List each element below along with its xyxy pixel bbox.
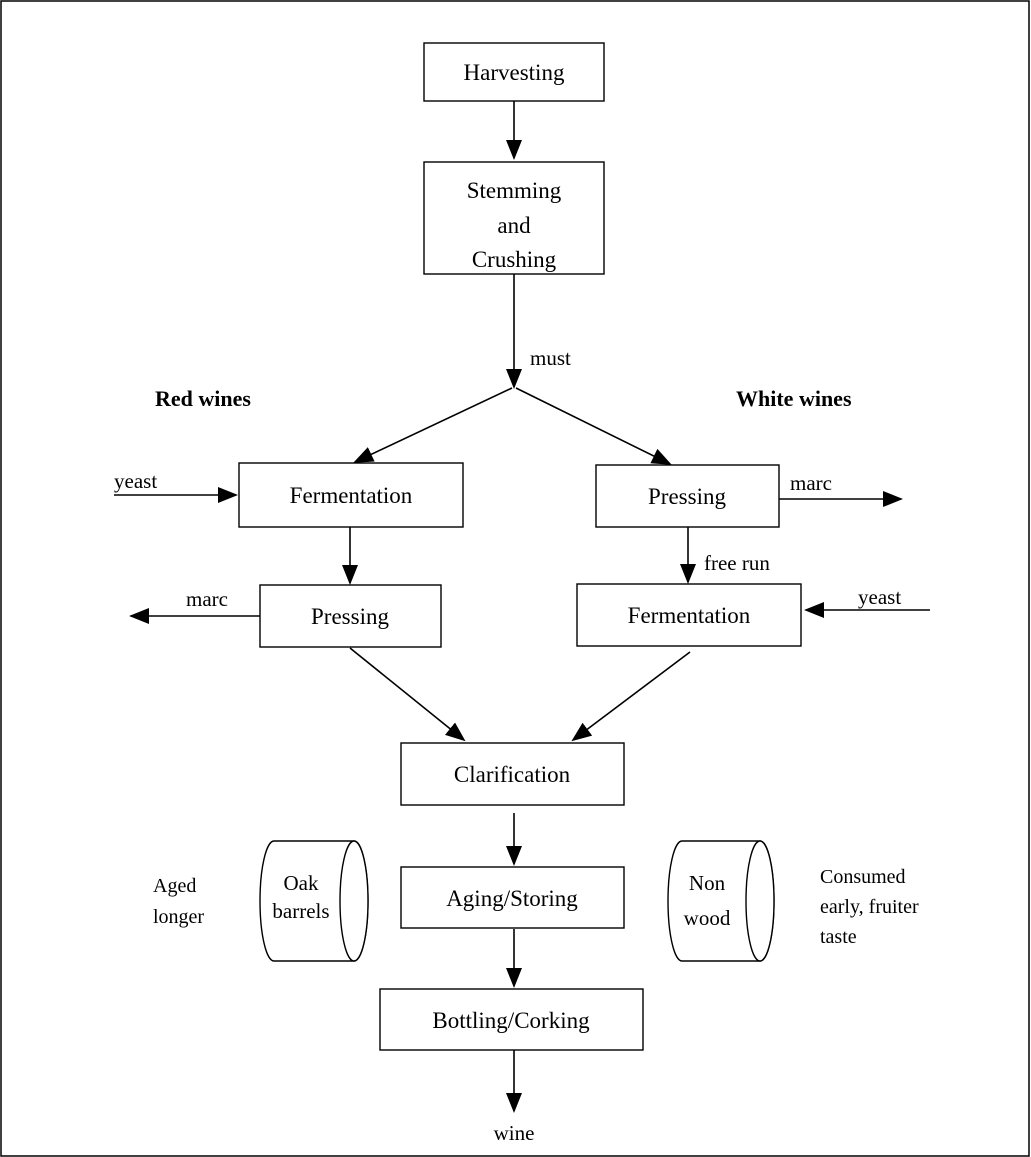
stemming-label-line3: Crushing <box>472 247 557 272</box>
wine-label: wine <box>494 1121 535 1145</box>
red-fermentation-label: Fermentation <box>290 483 413 508</box>
red-fermentation-box: Fermentation <box>238 462 464 528</box>
red-pressing-box: Pressing <box>259 584 442 648</box>
oak-barrel-label-line1: Oak <box>284 871 319 895</box>
stemming-label-line2: and <box>497 213 531 238</box>
clarification-label: Clarification <box>454 762 571 787</box>
red-pressing-label: Pressing <box>311 604 389 629</box>
oak-barrel-icon: Oak barrels <box>259 840 369 962</box>
red-wines-heading: Red wines <box>155 386 251 411</box>
consumed-early-line3: taste <box>820 926 857 948</box>
aging-storing-box: Aging/Storing <box>400 866 625 929</box>
white-yeast-label: yeast <box>858 585 901 609</box>
red-marc-label: marc <box>186 587 228 611</box>
bottling-corking-box: Bottling/Corking <box>379 988 644 1051</box>
arrow-red-to-clarification <box>349 647 466 742</box>
harvesting-label: Harvesting <box>464 60 565 85</box>
white-pressing-label: Pressing <box>648 484 726 509</box>
consumed-early-line2: early, fruiter <box>820 896 919 918</box>
white-fermentation-label: Fermentation <box>628 603 751 628</box>
aged-longer-line2: longer <box>153 906 204 928</box>
white-wines-heading: White wines <box>736 386 852 411</box>
aging-label: Aging/Storing <box>446 886 578 911</box>
free-run-label: free run <box>704 551 770 575</box>
stemming-crushing-box: Stemming and Crushing <box>423 161 605 275</box>
must-label: must <box>530 346 571 370</box>
nonwood-label-line2: wood <box>684 906 731 930</box>
bottling-label: Bottling/Corking <box>432 1008 590 1033</box>
nonwood-label-line1: Non <box>689 871 726 895</box>
non-wood-container-icon: Non wood <box>667 840 775 962</box>
clarification-box: Clarification <box>400 742 625 806</box>
stemming-label-line1: Stemming <box>467 178 562 203</box>
white-marc-label: marc <box>790 471 832 495</box>
red-yeast-label: yeast <box>114 469 157 493</box>
white-pressing-box: Pressing <box>595 464 780 528</box>
harvesting-box: Harvesting <box>423 42 605 102</box>
oak-barrel-label-line2: barrels <box>272 899 329 923</box>
consumed-early-line1: Consumed <box>820 866 906 888</box>
arrow-must-to-red-fermentation <box>353 387 513 463</box>
arrow-must-to-white-pressing <box>515 387 672 465</box>
aged-longer-line1: Aged <box>153 875 196 897</box>
white-fermentation-box: Fermentation <box>576 583 802 647</box>
arrow-white-to-clarification <box>571 651 691 742</box>
